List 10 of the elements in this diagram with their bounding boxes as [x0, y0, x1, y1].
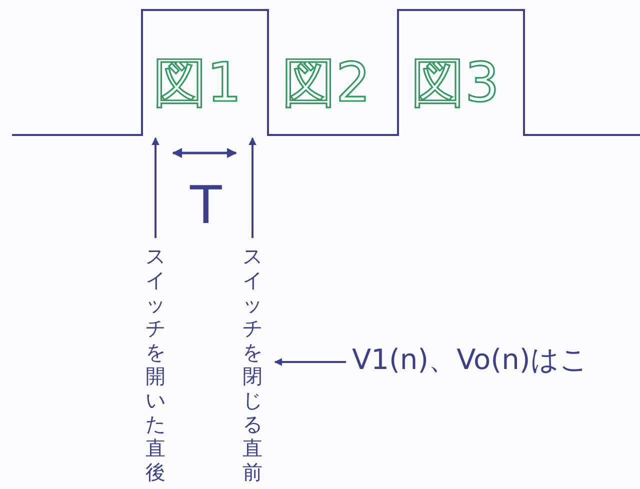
- period-label: T: [190, 180, 222, 232]
- arrow: [152, 137, 160, 238]
- arrow: [248, 137, 256, 238]
- vertical-note: スイッチを開いた直後: [145, 244, 166, 484]
- figure-label: 図2: [282, 56, 370, 110]
- arrow: [274, 358, 346, 366]
- figure-label: 図1: [153, 56, 242, 110]
- figure-label: 図3: [411, 56, 500, 110]
- note-text: V1(n)、Vo(n)はこ: [352, 346, 588, 374]
- vertical-note: スイッチを閉じる直前: [242, 244, 263, 484]
